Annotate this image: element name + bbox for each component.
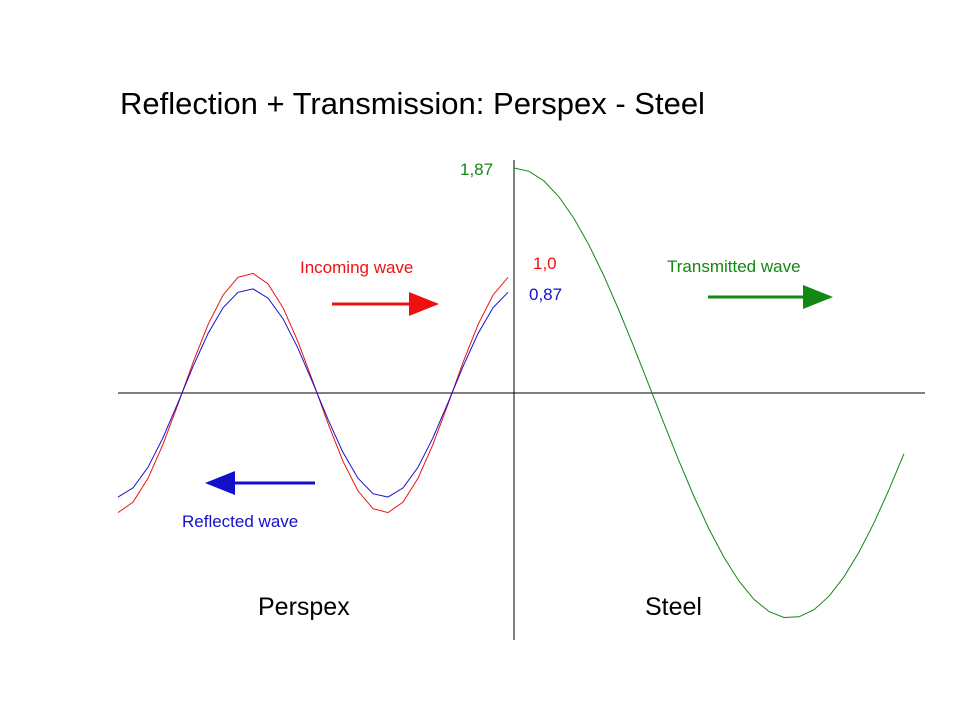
transmitted-wave [513, 167, 905, 619]
slide-title: Reflection + Transmission: Perspex - Ste… [120, 86, 705, 121]
label-amp-reflected: 0,87 [529, 285, 563, 304]
label-transmitted-wave: Transmitted wave [667, 257, 801, 276]
label-amp-transmitted: 1,87 [460, 160, 494, 179]
label-incoming-wave: Incoming wave [300, 258, 414, 277]
region-label-perspex: Perspex [258, 593, 350, 621]
reflected-wave [117, 288, 509, 498]
label-reflected-wave: Reflected wave [182, 512, 299, 531]
label-amp-incoming: 1,0 [533, 254, 557, 273]
region-label-steel: Steel [645, 593, 702, 621]
